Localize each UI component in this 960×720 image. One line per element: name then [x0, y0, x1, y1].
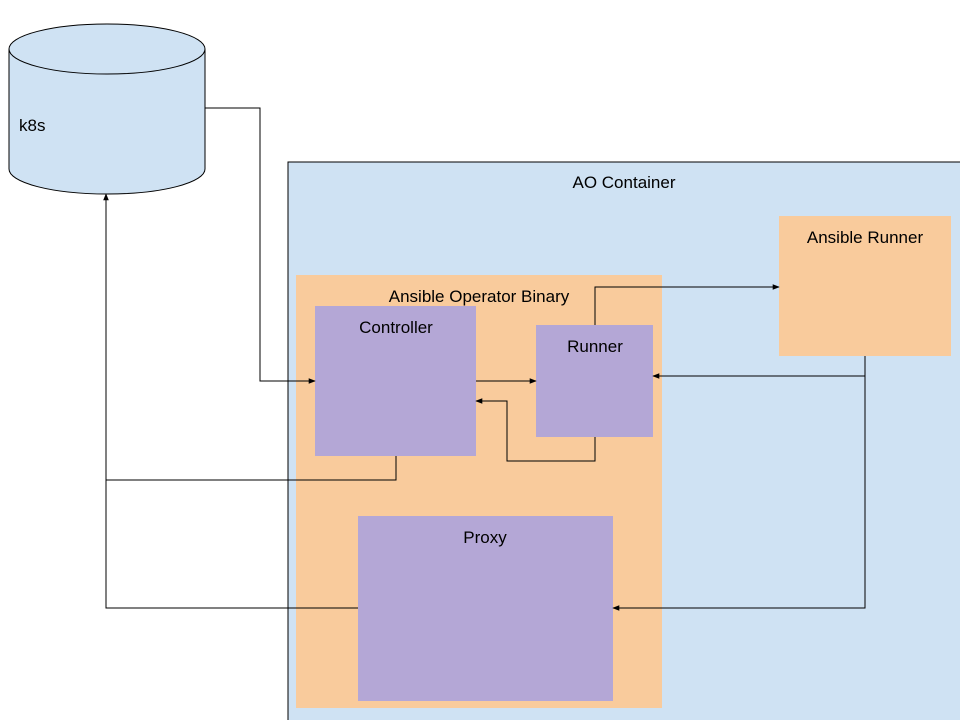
edge-ansible-runner-to-proxy	[612, 356, 866, 611]
runner-label: Runner	[567, 337, 623, 356]
ansible-runner-label: Ansible Runner	[807, 228, 924, 247]
connectors	[103, 107, 866, 611]
controller-box: Controller	[315, 306, 476, 456]
k8s-label: k8s	[19, 116, 45, 135]
proxy-label: Proxy	[463, 528, 507, 547]
ansible-operator-binary-label: Ansible Operator Binary	[389, 287, 570, 306]
edge-runner-to-ansible-runner	[594, 284, 780, 325]
edge-controller-to-k8s	[106, 456, 397, 481]
controller-label: Controller	[359, 318, 433, 337]
k8s-database: k8s	[8, 23, 206, 195]
edge-proxy-to-k8s	[103, 193, 358, 609]
runner-box: Runner	[536, 325, 653, 437]
edge-k8s-to-controller	[205, 107, 316, 384]
edge-runner-to-controller	[475, 398, 596, 462]
ao-container-label: AO Container	[573, 173, 676, 192]
proxy-box: Proxy	[358, 516, 613, 701]
ansible-runner-box: Ansible Runner	[779, 216, 951, 356]
